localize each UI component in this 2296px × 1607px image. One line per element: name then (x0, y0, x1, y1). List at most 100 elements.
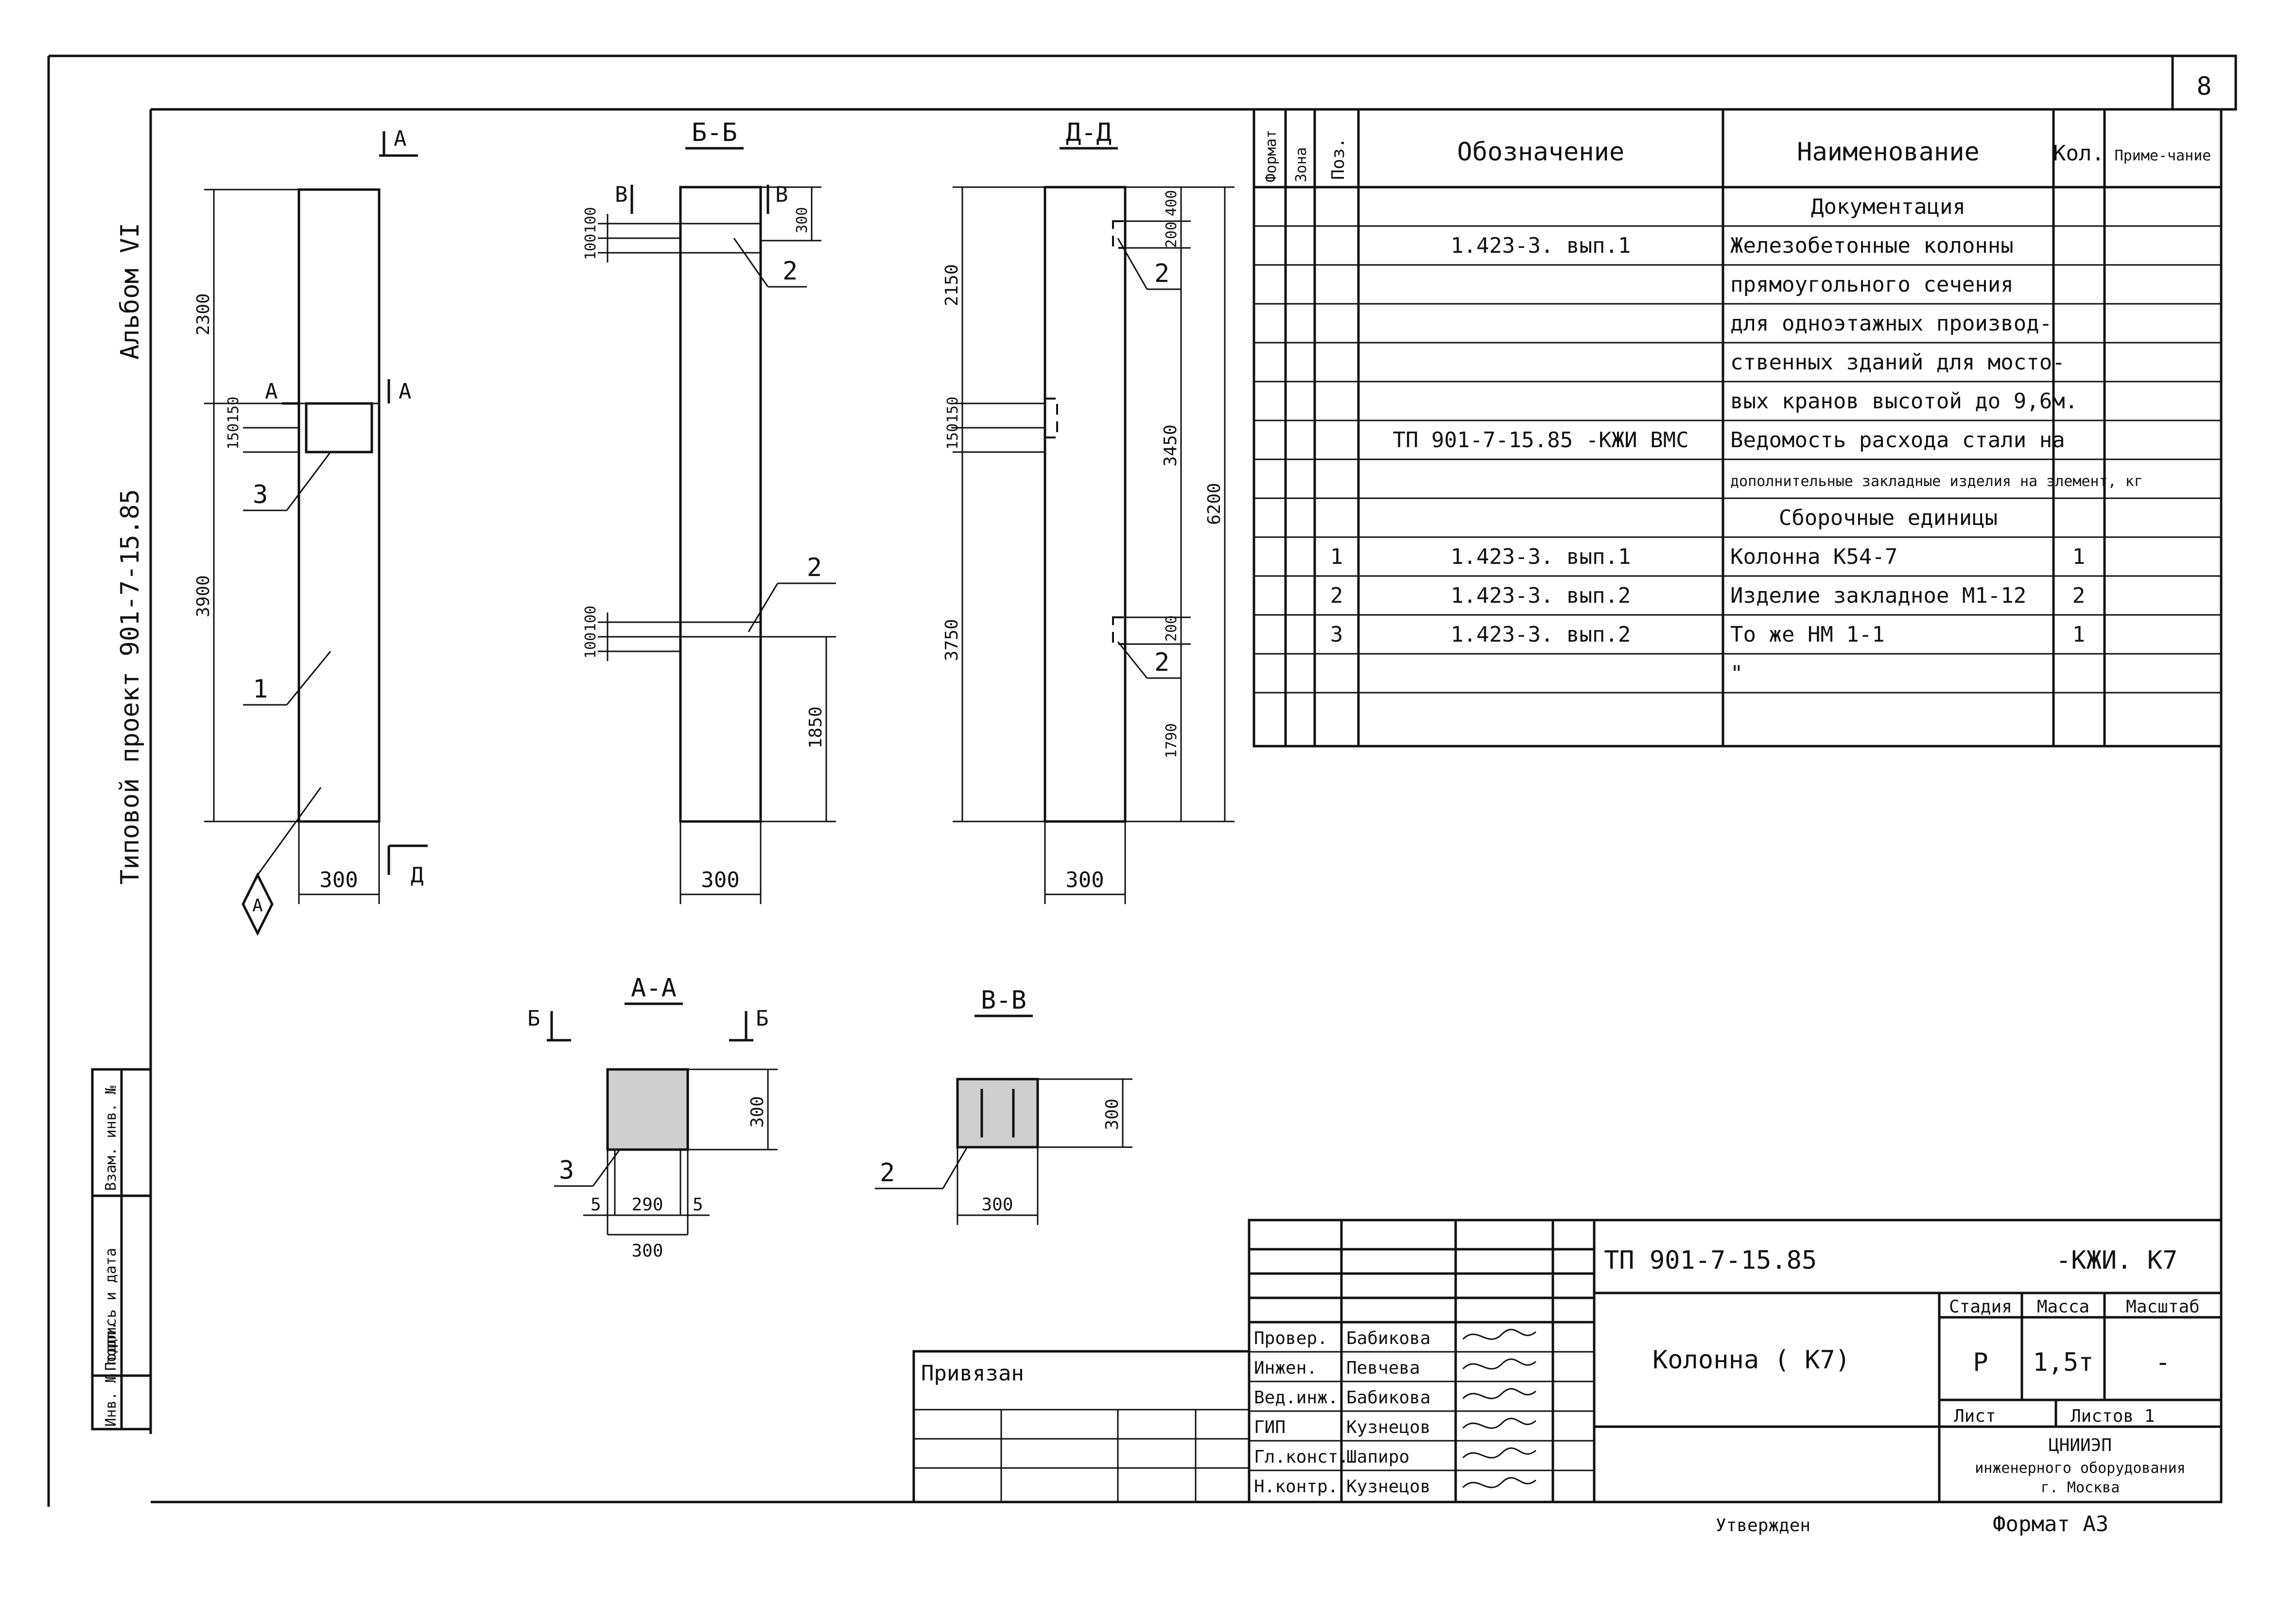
spec-row-code: 1.423-3. вып.2 (1451, 622, 1631, 647)
title-org-line1: ЦНИИЭП (2049, 1435, 2112, 1455)
section-dd-dim-150b: 150 (944, 423, 961, 450)
spec-row-qty: 1 (2072, 544, 2086, 569)
section-aa-mark-b-left: Б (527, 1006, 540, 1031)
section-bb-callout-2-bottom: 2 (807, 553, 822, 582)
spec-row-name: прямоугольного сечения (1730, 272, 2014, 297)
binding-table: Привязан (912, 1350, 1251, 1503)
front-mark-a-right: А (399, 379, 412, 404)
section-dd-dim-1790: 1790 (1163, 723, 1180, 758)
handwritten-signature (1462, 1328, 1536, 1340)
section-dd-title: Д-Д (1066, 118, 1112, 147)
signature-role: Гл.конст. (1254, 1447, 1349, 1467)
front-callout-1: 1 (253, 675, 268, 704)
spec-header-code: Обозначение (1457, 138, 1624, 167)
section-dd-dim-150a: 150 (944, 397, 961, 423)
signature-name: Кузнецов (1346, 1417, 1430, 1437)
section-aa-dim-290: 290 (631, 1195, 663, 1215)
title-sheets-label: Листов 1 (2070, 1406, 2155, 1426)
signature-name: Кузнецов (1346, 1477, 1430, 1497)
side-stamp-replace: Взам. инв. № (103, 1085, 120, 1191)
section-dd-dim-2150: 2150 (942, 264, 962, 306)
section-dd-dim-200-top: 200 (1163, 222, 1180, 248)
spec-header-zone: Зона (1293, 147, 1310, 182)
section-aa-title: А-А (631, 974, 677, 1003)
section-aa-callout-3: 3 (559, 1156, 574, 1185)
title-mass-value: 1,5т (2033, 1348, 2093, 1377)
spec-row-name: дополнительные закладные изделия на элем… (1730, 473, 2143, 490)
side-stamp-signature: Подпись и дата (103, 1248, 120, 1371)
spec-row-code: ТП 901-7-15.85 -КЖИ ВМС (1392, 428, 1688, 453)
spec-row-name: Изделие закладное М1-12 (1730, 583, 2026, 608)
binding-label: Привязан (921, 1361, 1024, 1386)
spec-row-name: Ведомость расхода стали на (1730, 428, 2065, 453)
spec-row-qty: 1 (2072, 622, 2086, 647)
section-bb: Б-Б 100 100 300 В В 100 100 1850 (582, 118, 836, 904)
front-mark-a-left: А (265, 379, 278, 404)
spec-row-qty: 2 (2072, 583, 2086, 608)
spec-row-code: 1.423-3. вып.1 (1451, 544, 1631, 569)
spec-table: Формат Зона Поз. Обозначение Наименовани… (1252, 108, 2223, 748)
front-dim-150a: 150 (225, 397, 242, 423)
handwritten-signature (1462, 1477, 1536, 1488)
section-bb-dim-300: 300 (794, 207, 811, 233)
spec-row-section-title: Документация (1811, 194, 1966, 219)
section-dd-dim-3450: 3450 (1161, 424, 1181, 467)
signature-name: Певчева (1346, 1358, 1420, 1378)
section-dd-dim-6200: 6200 (1204, 483, 1224, 525)
title-drawing-name: Колонна ( К7) (1652, 1345, 1850, 1375)
signature-name: Шапиро (1346, 1447, 1409, 1467)
section-aa-mark-b-right: Б (756, 1006, 769, 1031)
section-aa-dim-width: 300 (631, 1241, 663, 1261)
section-dd-dim-400: 400 (1163, 190, 1180, 216)
spec-row-pos: 3 (1330, 622, 1343, 647)
front-dim-150b: 150 (225, 423, 242, 450)
section-dd-callout-2-bottom: 2 (1154, 648, 1169, 677)
sheet-number: 8 (2196, 72, 2211, 101)
spec-header-qty: Кол. (2053, 141, 2105, 166)
title-scale-header: Масштаб (2126, 1297, 2200, 1317)
handwritten-signature (1462, 1447, 1536, 1459)
section-vv-dim-width: 300 (981, 1195, 1013, 1215)
spec-row-section-title: Сборочные единицы (1779, 506, 1998, 530)
spec-row-name: То же НМ 1-1 (1730, 622, 1885, 647)
album-label: Альбом VI (116, 223, 145, 360)
front-dim-3900: 3900 (193, 575, 213, 617)
front-dim-width: 300 (319, 868, 358, 892)
spec-row-pos: 1 (1330, 544, 1343, 569)
front-section-mark-a: А (394, 126, 407, 151)
title-org-line2: инженерного оборудования (1975, 1460, 2185, 1477)
spec-header-pos: Поз. (1328, 138, 1348, 180)
section-aa-dim-height: 300 (748, 1096, 767, 1128)
signature-role: Инжен. (1254, 1358, 1317, 1378)
title-mass-header: Масса (2037, 1297, 2089, 1317)
section-vv: В-В 300 300 2 (875, 986, 1132, 1225)
title-block: ТП 901-7-15.85 -КЖИ. К7 Колонна ( К7) Ст… (1248, 1219, 2223, 1503)
section-bb-mark-v-left: В (615, 182, 628, 207)
spec-row-name: Колонна К54-7 (1730, 544, 1897, 569)
section-bb-dim-100c: 100 (582, 606, 599, 632)
section-bb-dim-width: 300 (701, 868, 739, 892)
title-stage-value: Р (1973, 1348, 1988, 1377)
section-bb-dim-100d: 100 (582, 632, 599, 659)
section-aa-dim-5-right: 5 (693, 1195, 703, 1215)
signature-name: Бабикова (1346, 1388, 1430, 1408)
section-bb-dim-100b: 100 (582, 234, 599, 260)
section-bb-dim-100a: 100 (582, 207, 599, 233)
section-dd-callout-2-top: 2 (1154, 259, 1169, 288)
handwritten-signature (1462, 1417, 1536, 1429)
spec-row-name: для одноэтажных производ- (1730, 311, 2052, 336)
title-doc-code: ТП 901-7-15.85 (1604, 1246, 1817, 1275)
section-dd: Д-Д 2150 150 150 3750 200 400 3450 6200 … (942, 118, 1235, 904)
front-mark-d: Д (411, 863, 424, 888)
spec-row-name: ственных зданий для мосто- (1730, 350, 2065, 375)
section-vv-title: В-В (981, 986, 1026, 1015)
front-view: А 2300 150 150 3900 А А 300 Д 3 1 (193, 126, 428, 936)
front-callout-3: 3 (253, 480, 268, 509)
front-dim-2300: 2300 (193, 293, 213, 335)
spec-header-note: Приме-чание (2115, 147, 2211, 164)
spec-row-code: 1.423-3. вып.1 (1451, 233, 1631, 258)
spec-row-code: 1.423-3. вып.2 (1451, 583, 1631, 608)
section-bb-title: Б-Б (692, 118, 737, 147)
spec-row-name: Железобетонные колонны (1730, 233, 2014, 258)
